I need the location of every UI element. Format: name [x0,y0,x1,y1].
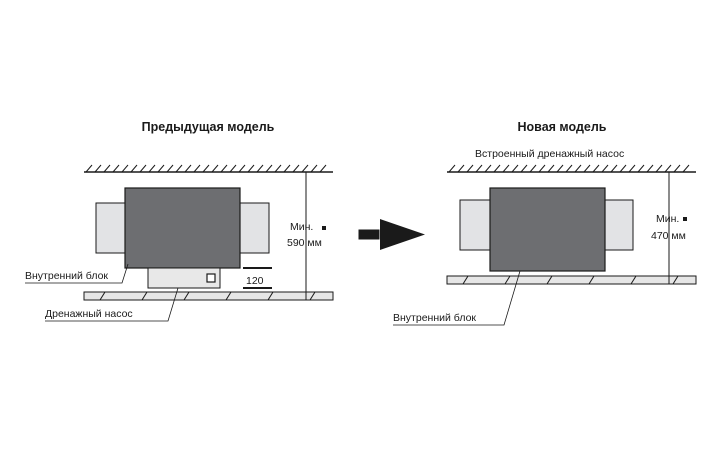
ceiling-hatch [121,164,129,173]
ceiling-right [447,164,696,173]
ceiling-hatch [475,164,483,173]
ceiling-hatch [112,164,120,173]
unit-leader-left [25,263,129,284]
ceiling-hatch [646,164,654,173]
min-value-right: 470 мм [651,230,686,242]
indoor-unit-left [124,187,241,269]
drain-pump-label: Дренажный насос [45,308,133,320]
ceiling-hatch [448,164,456,173]
beam-tick [309,291,316,301]
ceiling-hatch [556,164,564,173]
ceiling-hatch [319,164,327,173]
ceiling-hatch [538,164,546,173]
ceiling-hatch [619,164,627,173]
beam-tick [504,275,511,285]
ceiling-hatch [283,164,291,173]
beam-tick [630,275,637,285]
beam-tick [183,291,190,301]
floor-beam-left [83,291,334,301]
ceiling-left [84,164,333,173]
ceiling-hatch [103,164,111,173]
ceiling-hatch [310,164,318,173]
beam-tick [225,291,232,301]
ceiling-hatch [520,164,528,173]
pump-height-value: 120 [246,275,264,287]
ceiling-hatch [682,164,690,173]
ceiling-hatch [493,164,501,173]
beam-tick [672,275,679,285]
ceiling-hatch [301,164,309,173]
ceiling-hatch [583,164,591,173]
beam-tick [99,291,106,301]
ceiling-hatch [484,164,492,173]
ceiling-hatch [139,164,147,173]
ceiling-hatch [157,164,165,173]
builtin-pump-label: Встроенный дренажный насос [475,148,624,160]
min-marker-right [683,217,687,221]
ceiling-hatch [601,164,609,173]
beam-tick [546,275,553,285]
ceiling-hatch [175,164,183,173]
ceiling-hatch [673,164,681,173]
min-label-left: Мин. [290,221,313,233]
ceiling-hatch [184,164,192,173]
new-model-title: Новая модель [518,120,607,134]
beam-tick [141,291,148,301]
ceiling-hatch [457,164,465,173]
ceiling-hatch [664,164,672,173]
ceiling-hatch [610,164,618,173]
ceiling-hatch [85,164,93,173]
min-label-right: Мин. [656,213,679,225]
indoor-unit-label-left: Внутренний блок [25,270,108,282]
ceiling-hatch [628,164,636,173]
ceiling-hatch [529,164,537,173]
beam-tick [267,291,274,301]
beam-tick [588,275,595,285]
ceiling-hatch [130,164,138,173]
ceiling-hatch [238,164,246,173]
ceiling-hatch [466,164,474,173]
ceiling-hatch [565,164,573,173]
ceiling-hatch [511,164,519,173]
previous-model-title: Предыдущая модель [142,120,275,134]
ceiling-hatch [274,164,282,173]
pump-height-dimension: 120 [243,267,272,289]
ceiling-hatch [193,164,201,173]
ceiling-hatch [220,164,228,173]
ceiling-hatch [211,164,219,173]
ceiling-hatch [592,164,600,173]
ceiling-hatch [166,164,174,173]
ceiling-hatch [256,164,264,173]
arrow-right-icon [357,219,425,250]
ceiling-hatch [655,164,663,173]
indoor-unit-label-right: Внутренний блок [393,312,476,324]
ceiling-hatch [637,164,645,173]
pump-leader [45,287,179,322]
min-value-left: 590 мм [287,237,322,249]
ceiling-hatch [94,164,102,173]
beam-tick [462,275,469,285]
new-model-panel: Новая модель Встроенный дренажный насос … [393,120,697,326]
ceiling-hatch [292,164,300,173]
ceiling-hatch [502,164,510,173]
min-marker-left [322,226,326,230]
drain-pump [147,267,221,289]
floor-beam-right [446,275,697,285]
previous-model-panel: Предыдущая модель Мин. 590 мм 120 [25,120,334,322]
unit-leader-right [393,270,521,326]
ceiling-hatch [202,164,210,173]
ceiling-hatch [229,164,237,173]
ceiling-hatch [547,164,555,173]
indoor-unit-right [489,187,606,272]
ceiling-hatch [247,164,255,173]
ceiling-hatch [574,164,582,173]
ceiling-hatch [265,164,273,173]
ceiling-hatch [148,164,156,173]
